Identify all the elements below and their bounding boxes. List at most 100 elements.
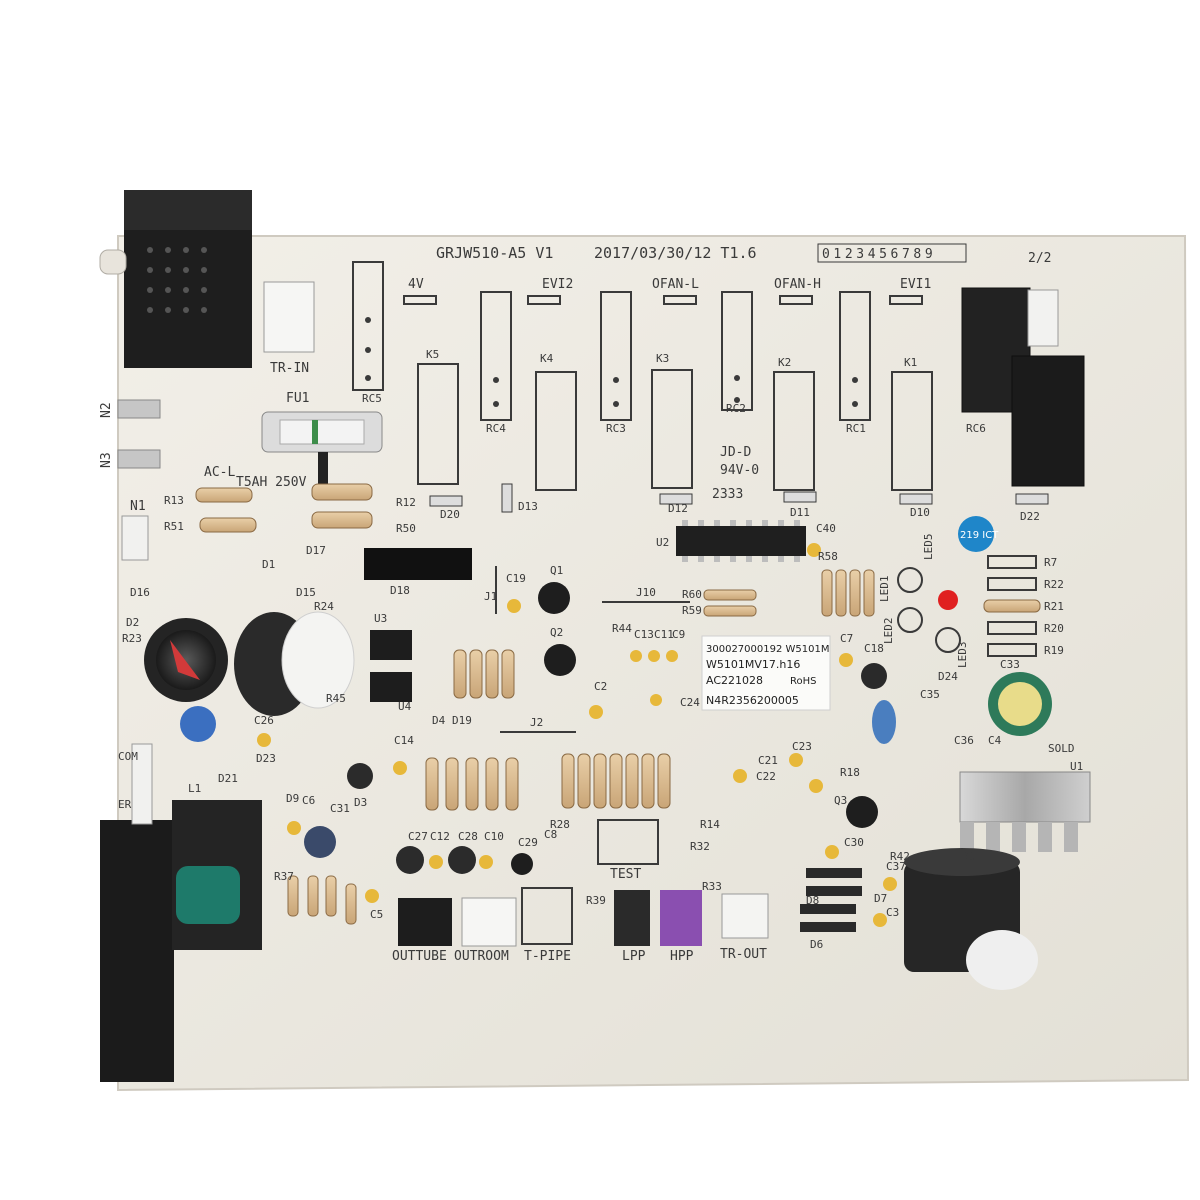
blue-tantalum [872, 700, 896, 744]
resistor-bank-top [453, 649, 515, 699]
led2-label: LED2 [882, 618, 895, 645]
n1-label: N1 [130, 499, 146, 514]
d9-label: D9 [286, 792, 299, 805]
r11-label: R9 [962, 850, 975, 863]
j10-label: J10 [636, 586, 656, 599]
c8-label: C8 [544, 828, 557, 841]
rc5-label: RC5 [362, 392, 382, 405]
r25-label: R60 [682, 588, 702, 601]
r24-label: R24 [314, 600, 334, 613]
r20-label: R20 [1044, 622, 1064, 635]
c3-label: C3 [886, 906, 899, 919]
c9-label: C9 [672, 628, 685, 641]
u4-label: U4 [398, 700, 412, 713]
ceramic-caps [257, 543, 897, 927]
label-sticker [701, 635, 831, 711]
d7-label: D7 [874, 892, 887, 905]
d1-label: D1 [262, 558, 275, 571]
tr-out-label: TR-OUT [720, 947, 767, 962]
r61-label: R59 [682, 604, 702, 617]
c19-label: C19 [506, 572, 526, 585]
c35-label: C35 [920, 688, 940, 701]
relay-ref-k3: K3 [656, 352, 669, 365]
fu1-label: FU1 [286, 391, 309, 406]
test-pad [597, 819, 659, 865]
led-group [897, 567, 961, 653]
outroom-label: OUTROOM [454, 949, 509, 964]
c18-cap [861, 663, 887, 689]
resistors-left [195, 483, 373, 533]
d4-label: D4 [432, 714, 446, 727]
relay-label-4v: 4V [408, 277, 424, 292]
d22-label: D22 [1020, 510, 1040, 523]
relay-label-ofan-h: OFAN-H [774, 277, 821, 292]
resistor-bank-led [821, 569, 875, 617]
c33-label: C33 [1000, 658, 1020, 671]
sticker-serial: N4R2356200005 [706, 694, 799, 707]
com-label: COM [118, 750, 138, 763]
r33-label: R33 [702, 880, 722, 893]
c40-label: C40 [816, 522, 836, 535]
q3-label: Q3 [834, 794, 847, 807]
led5-label: LED5 [922, 534, 935, 561]
c22-label: C22 [756, 770, 776, 783]
c2-label: C2 [594, 680, 607, 693]
relay-terminal [1027, 289, 1059, 347]
tr-in-label: TR-IN [270, 361, 309, 376]
t-pipe-label: T-PIPE [524, 949, 571, 964]
sold-label: SOLD [1048, 742, 1075, 755]
black-strip [364, 548, 472, 580]
r19-label: R19 [1044, 644, 1064, 657]
d10-label: D10 [910, 506, 930, 519]
relay-label-slots [403, 295, 923, 305]
c37-label: C37 [886, 860, 906, 873]
relay-pad-holes [365, 317, 858, 407]
qc-sticker [958, 516, 994, 552]
q1-label: Q1 [550, 564, 563, 577]
n3-label: N3 [99, 452, 114, 468]
relay-ref-k2: K2 [778, 356, 791, 369]
r63-label: R58 [818, 550, 838, 563]
rc1-label: RC1 [846, 422, 866, 435]
r21-label: R21 [1044, 600, 1064, 613]
rc3-label: RC3 [606, 422, 626, 435]
com-connector [131, 743, 153, 825]
j2-label: J2 [530, 716, 543, 729]
rectifier-diodes [800, 868, 862, 932]
q1-transistor [538, 582, 570, 614]
digit-row: 0123456789 [822, 247, 936, 262]
c6-label: C6 [302, 794, 315, 807]
jd-mark: JD-D [720, 445, 751, 460]
board-header: GRJW510-A5 V1 [436, 244, 553, 262]
resistor-r21 [983, 599, 1041, 613]
u2-label: U2 [656, 536, 669, 549]
tr-in-connector [263, 281, 315, 353]
r8-label: R37 [274, 870, 294, 883]
outtube-label: OUTTUBE [392, 949, 447, 964]
d16-label: D16 [130, 586, 150, 599]
j1-label: J1 [484, 590, 497, 603]
ic-u2 [676, 520, 806, 562]
c7-label: C7 [840, 632, 853, 645]
rc6-label: RC6 [966, 422, 986, 435]
r51-label: R51 [164, 520, 184, 533]
d15-label: D15 [296, 586, 316, 599]
resistors-bottom-left [287, 875, 357, 925]
r32-label: R32 [690, 840, 710, 853]
ac-l-label: AC-L [204, 465, 235, 480]
r18-label: R18 [840, 766, 860, 779]
r13-label: R13 [164, 494, 184, 507]
lpp-label: LPP [622, 949, 646, 964]
electrolytic-cap-right [904, 848, 1038, 990]
fuse-rating: T5AH 250V [236, 475, 307, 490]
relay-ref-k5: K5 [426, 348, 439, 361]
u3 [370, 630, 412, 660]
relay-label-ofan-l: OFAN-L [652, 277, 699, 292]
rc4-label: RC4 [486, 422, 506, 435]
blue-disc-cap [180, 706, 216, 742]
c13-label: C13 [634, 628, 654, 641]
led1-label: LED1 [878, 576, 891, 603]
n1-connector [121, 515, 149, 561]
